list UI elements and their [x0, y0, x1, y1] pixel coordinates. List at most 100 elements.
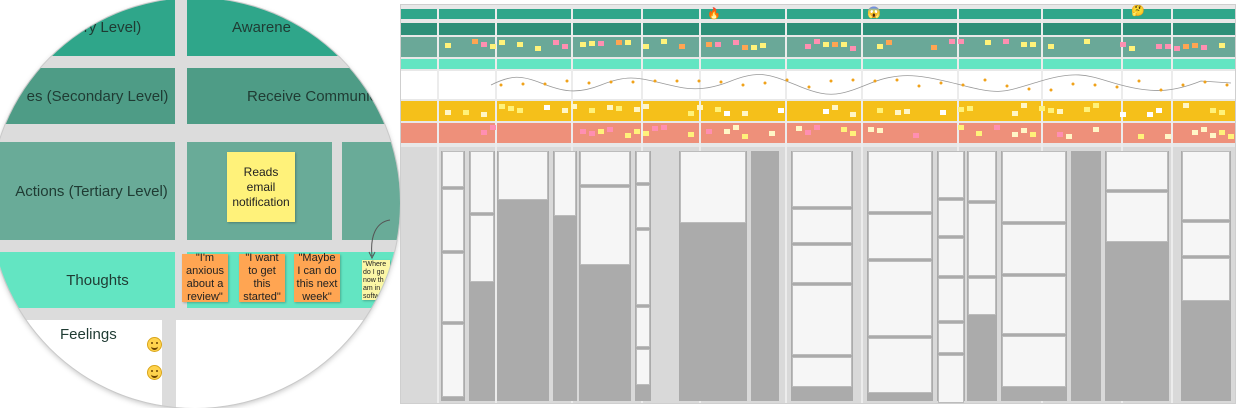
screenshot-thumbnail[interactable] [680, 151, 746, 223]
sticky-note[interactable] [1030, 132, 1036, 137]
sticky-note[interactable] [733, 40, 739, 45]
sticky-note[interactable] [706, 129, 712, 134]
sticky-note[interactable] [976, 131, 982, 136]
screenshot-thumbnail[interactable] [554, 151, 576, 216]
sticky-note[interactable] [490, 125, 496, 130]
sticky-note[interactable] [1120, 42, 1126, 47]
screenshot-thumbnail[interactable] [792, 151, 852, 207]
screenshot-thumbnail[interactable] [868, 338, 932, 393]
sticky-note[interactable] [1057, 109, 1063, 114]
sticky-note[interactable] [598, 129, 604, 134]
sticky-note[interactable] [697, 105, 703, 110]
sticky-note[interactable] [823, 109, 829, 114]
sticky-note[interactable] [445, 43, 451, 48]
sticky-note[interactable] [967, 106, 973, 111]
sticky-note[interactable] [733, 125, 739, 130]
sticky-note[interactable] [1165, 134, 1171, 139]
sticky-note[interactable] [877, 108, 883, 113]
sticky-note[interactable] [625, 133, 631, 138]
sticky-note[interactable] [832, 105, 838, 110]
screenshot-thumbnail[interactable] [1106, 192, 1168, 242]
sticky-note[interactable] [724, 129, 730, 134]
sticky-note[interactable] [814, 39, 820, 44]
sticky-note[interactable] [661, 39, 667, 44]
screenshot-thumbnail[interactable] [1002, 336, 1066, 387]
sticky-note[interactable] [562, 108, 568, 113]
screenshot-thumbnail[interactable] [442, 253, 464, 322]
screenshot-thumbnail[interactable] [968, 203, 996, 276]
screenshot-thumbnail[interactable] [442, 324, 464, 397]
sticky-note[interactable] [661, 125, 667, 130]
sticky-note[interactable] [643, 131, 649, 136]
sticky-note[interactable] [715, 107, 721, 112]
sticky-note[interactable] [499, 40, 505, 45]
screenshot-thumbnail[interactable] [442, 151, 464, 187]
sticky-note[interactable] [751, 45, 757, 50]
screenshot-thumbnail[interactable] [470, 215, 494, 282]
screenshot-thumbnail[interactable] [1182, 151, 1230, 220]
screenshot-thumbnail[interactable] [938, 355, 964, 403]
sticky-note[interactable] [589, 108, 595, 113]
screenshot-thumbnail[interactable] [938, 278, 964, 321]
sticky-note[interactable] [472, 39, 478, 44]
sticky-note[interactable] [904, 109, 910, 114]
sticky-note[interactable] [760, 43, 766, 48]
screenshot-thumbnail[interactable] [1002, 151, 1066, 222]
sticky-note[interactable] [607, 127, 613, 132]
sticky-note[interactable] [571, 104, 577, 109]
sticky-note[interactable] [706, 42, 712, 47]
screenshot-thumbnail[interactable] [792, 285, 852, 355]
sticky-note[interactable] [1183, 103, 1189, 108]
sticky-note[interactable] [634, 107, 640, 112]
sticky-note[interactable] [643, 44, 649, 49]
sticky-note[interactable] [1129, 46, 1135, 51]
screenshot-thumbnail[interactable] [938, 151, 964, 198]
sticky-note[interactable] [517, 42, 523, 47]
sticky-anxious[interactable]: "I'm anxious about a review" [182, 252, 228, 303]
sticky-partial[interactable]: "Where do I go now th I am in m softwa [362, 260, 390, 300]
screenshot-thumbnail[interactable] [868, 261, 932, 336]
sticky-note[interactable] [868, 127, 874, 132]
sticky-note[interactable] [1201, 45, 1207, 50]
sticky-note[interactable] [508, 106, 514, 111]
sticky-note[interactable] [1021, 103, 1027, 108]
sticky-note[interactable] [823, 42, 829, 47]
sticky-note[interactable] [553, 40, 559, 45]
sticky-note[interactable] [688, 111, 694, 116]
sticky-note[interactable] [1039, 106, 1045, 111]
sticky-note[interactable] [778, 108, 784, 113]
screenshot-thumbnail[interactable] [868, 151, 932, 212]
sticky-note[interactable] [1003, 39, 1009, 44]
sticky-note[interactable] [1228, 134, 1234, 139]
screenshot-thumbnail[interactable] [580, 187, 630, 265]
sticky-note[interactable] [1174, 46, 1180, 51]
sticky-note[interactable] [652, 126, 658, 131]
sticky-note[interactable] [805, 130, 811, 135]
screenshot-thumbnail[interactable] [442, 189, 464, 251]
screenshot-thumbnail[interactable] [580, 151, 630, 185]
sticky-note[interactable] [931, 45, 937, 50]
sticky-note[interactable] [1066, 134, 1072, 139]
sticky-note[interactable] [715, 42, 721, 47]
sticky-note[interactable] [598, 41, 604, 46]
sticky-reads-email[interactable]: Reads email notification [227, 152, 295, 222]
screenshot-thumbnail[interactable] [1002, 276, 1066, 334]
screenshot-thumbnail[interactable] [938, 323, 964, 353]
sticky-note[interactable] [895, 110, 901, 115]
sticky-note[interactable] [1210, 133, 1216, 138]
sticky-note[interactable] [1219, 43, 1225, 48]
sticky-note[interactable] [1219, 110, 1225, 115]
sticky-note[interactable] [589, 41, 595, 46]
sticky-note[interactable] [688, 132, 694, 137]
sticky-note[interactable] [1048, 44, 1054, 49]
sticky-note[interactable] [1012, 111, 1018, 116]
sticky-note[interactable] [724, 111, 730, 116]
sticky-note[interactable] [679, 44, 685, 49]
sticky-note[interactable] [1219, 130, 1225, 135]
sticky-note[interactable] [877, 44, 883, 49]
sticky-note[interactable] [832, 42, 838, 47]
sticky-note[interactable] [1120, 112, 1126, 117]
sticky-note[interactable] [1192, 130, 1198, 135]
sticky-note[interactable] [1093, 127, 1099, 132]
sticky-note[interactable] [643, 104, 649, 109]
